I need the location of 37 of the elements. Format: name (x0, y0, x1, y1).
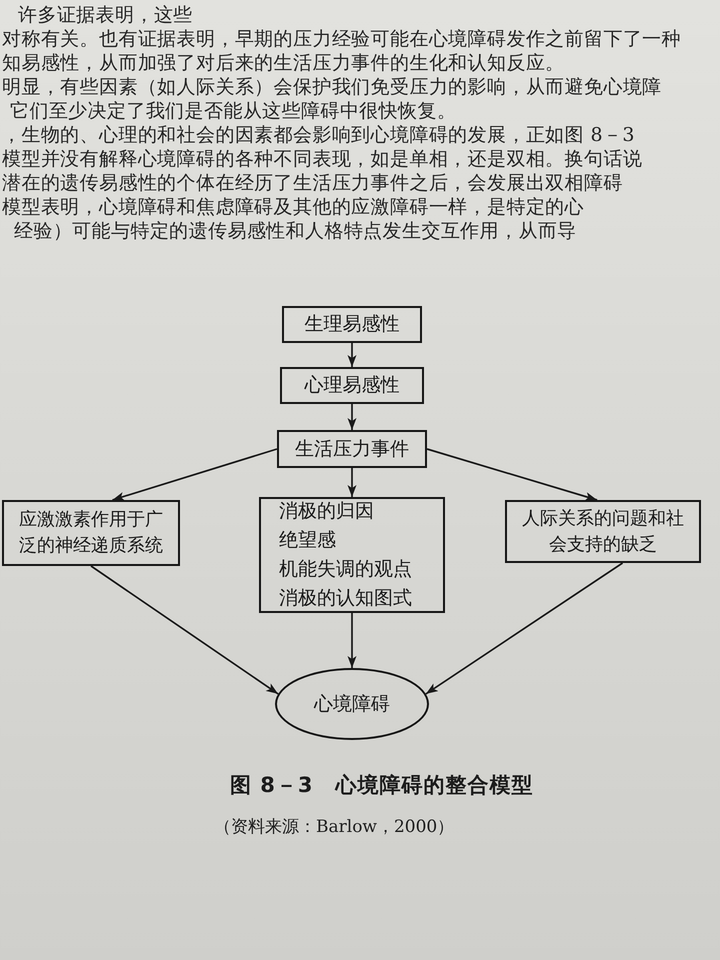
figure-caption: 图 8－3 心境障碍的整合模型 (230, 772, 534, 798)
outcome-ellipse (275, 668, 429, 740)
body-text-line: 许多证据表明，这些 (18, 4, 193, 27)
body-text-line: 它们至少决定了我们是否能从这些障碍中很快恢复。 (10, 100, 456, 123)
source-note: （资料来源：Barlow，2000） (214, 816, 454, 838)
arrow (425, 562, 624, 695)
box-text: 绝望感 (279, 528, 336, 553)
arrow (348, 343, 356, 367)
arrow (348, 404, 356, 430)
body-text-line: 潜在的遗传易感性的个体在经历了生活压力事件之后，会发展出双相障碍 (2, 172, 623, 195)
box-text: 生理易感性 (304, 312, 400, 337)
body-text-line: ，生物的、心理的和社会的因素都会影响到心境障碍的发展，正如图 8－3 (2, 124, 635, 147)
process-box (2, 500, 180, 566)
box-text: 消极的认知图式 (279, 586, 412, 611)
process-box (282, 306, 422, 343)
body-text-line: 模型表明，心境障碍和焦虑障碍及其他的应激障碍一样，是特定的心 (2, 196, 584, 219)
arrow (426, 448, 598, 501)
box-text: 消极的归因 (279, 499, 374, 524)
process-box (505, 500, 701, 563)
body-text-line: 模型并没有解释心境障碍的各种不同表现，如是单相，还是双相。换句话说 (2, 148, 642, 171)
arrow (90, 565, 279, 695)
box-text: 心理易感性 (304, 373, 400, 398)
box-text: 应激激素作用于广泛的神经递质系统 (18, 508, 164, 558)
process-box (277, 430, 427, 468)
process-box (280, 367, 424, 404)
body-text-line: 明显，有些因素（如人际关系）会保护我们免受压力的影响，从而避免心境障 (2, 76, 662, 99)
box-text: 生活压力事件 (295, 436, 409, 462)
arrow (348, 468, 356, 497)
box-text: 心境障碍 (314, 692, 390, 716)
body-text-line: 知易感性，从而加强了对后来的生活压力事件的生化和认知反应。 (2, 52, 565, 75)
arrow (112, 448, 278, 501)
body-text-line: 经验）可能与特定的遗传易感性和人格特点发生交互作用，从而导 (14, 220, 577, 243)
box-text: 人际关系的问题和社会支持的缺乏 (521, 506, 685, 556)
box-text: 机能失调的观点 (279, 557, 412, 582)
body-text-line: 对称有关。也有证据表明，早期的压力经验可能在心境障碍发作之前留下了一种 (2, 28, 681, 51)
process-box (259, 497, 445, 613)
arrow (348, 613, 356, 668)
